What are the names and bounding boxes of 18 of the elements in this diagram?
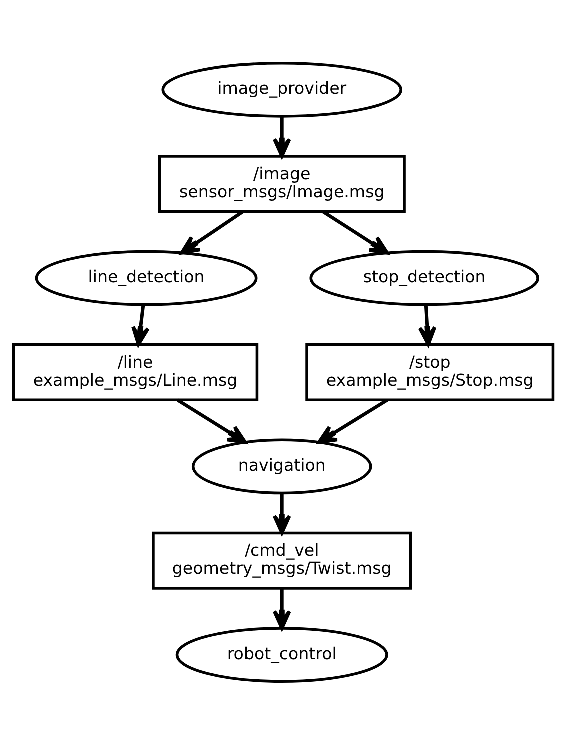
node-ellipse: image_provider — [162, 62, 402, 118]
node-ellipse: stop_detection — [310, 250, 540, 306]
node-box: /image sensor_msgs/Image.msg — [158, 155, 406, 214]
arrow — [272, 494, 292, 535]
node-ellipse: robot_control — [176, 627, 388, 683]
arrow — [272, 588, 292, 630]
arrow — [322, 210, 390, 255]
node-ellipse: line_detection — [35, 250, 258, 306]
arrow — [180, 210, 244, 255]
arrow — [272, 116, 292, 158]
node-ellipse: navigation — [192, 438, 372, 495]
node-box: /cmd_vel geometry_msgs/Twist.msg — [152, 532, 412, 590]
node-box: /line example_msgs/Line.msg — [12, 343, 259, 402]
arrow — [418, 305, 437, 346]
arrow — [132, 304, 150, 346]
arrow — [176, 398, 247, 444]
node-box: /stop example_msgs/Stop.msg — [306, 343, 555, 402]
arrow — [318, 398, 388, 444]
